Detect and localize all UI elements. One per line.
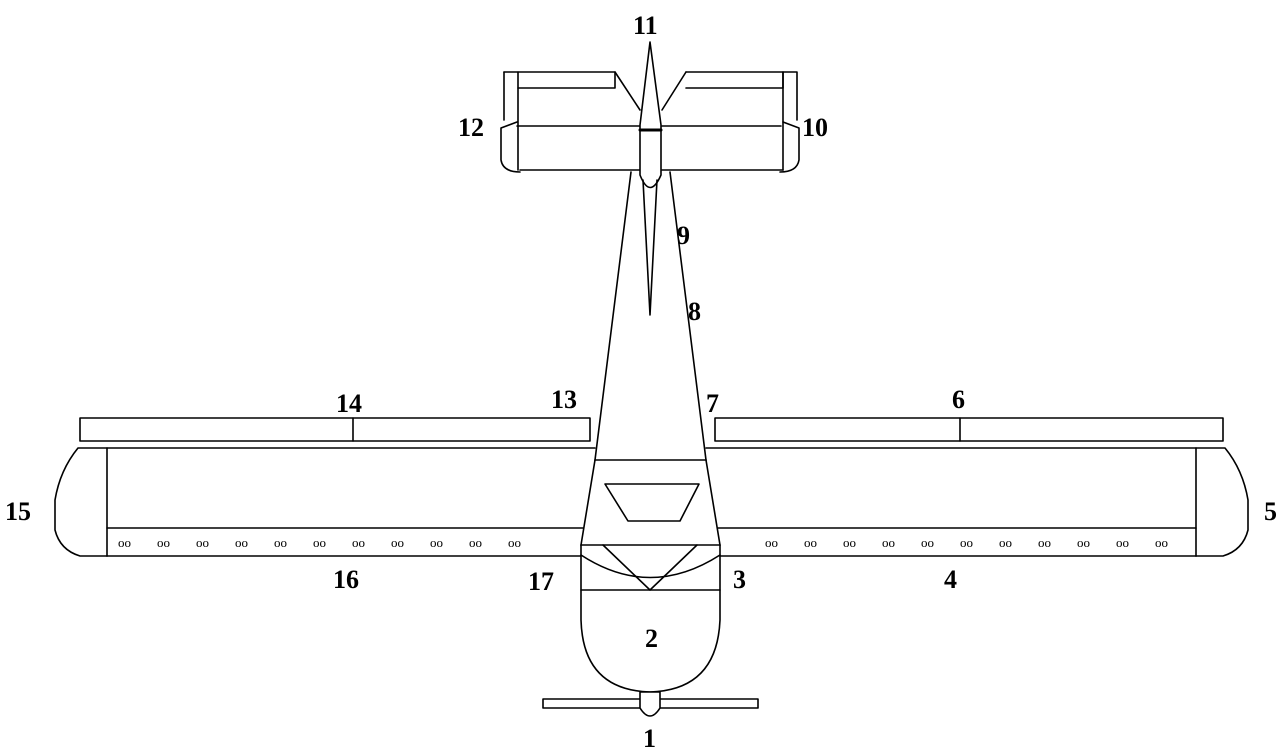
cockpit-window [604,483,700,522]
right-aileron [714,417,1224,442]
wing-slot: oo [1116,535,1129,550]
wing-slot: oo [804,535,817,550]
horizontal-stabilizer [516,125,784,171]
wing-slot: oo [999,535,1012,550]
label-17: 17 [528,567,554,596]
wing-slot: oo [765,535,778,550]
wing-slot: oo [843,535,856,550]
label-12: 12 [458,113,484,142]
wing-slot: oo [157,535,170,550]
label-7: 7 [706,389,719,418]
wing-slot: oo [469,535,482,550]
left-elevator [503,71,641,171]
right-wing [705,447,1197,557]
label-9: 9 [677,221,690,250]
label-2: 2 [645,624,658,653]
right-stabilizer-tip [779,121,800,173]
wing-slot: oo [508,535,521,550]
wing-slot: oo [1038,535,1051,550]
wing-slot: oo [235,535,248,550]
label-10: 10 [802,113,828,142]
label-5: 5 [1264,497,1277,526]
left-wing-slots: oo oo oo oo oo oo oo oo oo oo oo [118,535,521,550]
vertical-fin [638,41,663,316]
tail-boom [580,171,721,546]
wing-slot: oo [391,535,404,550]
wing-slot: oo [1155,535,1168,550]
left-wing [106,447,596,557]
right-wingtip [1195,447,1249,557]
wing-slot: oo [960,535,973,550]
wing-slot: oo [1077,535,1090,550]
left-stabilizer-tip [500,121,521,173]
label-13: 13 [551,385,577,414]
wing-slot: oo [921,535,934,550]
right-elevator [661,71,798,171]
wing-slot: oo [196,535,209,550]
label-14: 14 [336,389,362,418]
wing-slot: oo [430,535,443,550]
label-16: 16 [333,565,359,594]
wing-slot: oo [274,535,287,550]
label-4: 4 [944,565,957,594]
label-11: 11 [633,11,658,40]
fuselage-nose [580,544,721,693]
label-3: 3 [733,565,746,594]
propeller [542,691,759,717]
wing-slot: oo [313,535,326,550]
left-aileron [79,417,591,442]
label-1: 1 [643,724,656,749]
wing-slot: oo [882,535,895,550]
label-6: 6 [952,385,965,414]
right-wing-slots: oo oo oo oo oo oo oo oo oo oo oo [765,535,1168,550]
wing-slot: oo [118,535,131,550]
wing-slot: oo [352,535,365,550]
label-8: 8 [688,297,701,326]
left-wingtip [54,447,108,557]
label-15: 15 [5,497,31,526]
